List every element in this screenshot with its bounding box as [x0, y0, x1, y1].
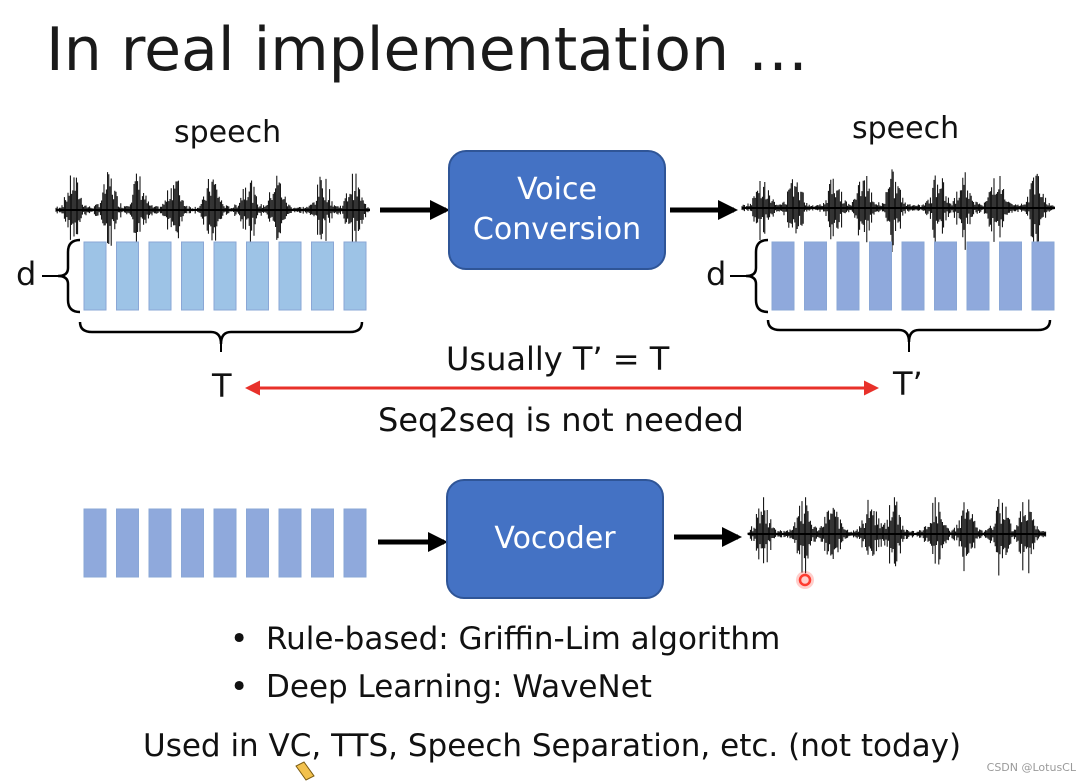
vocoder-input-frame — [116, 508, 139, 578]
pen-cursor-icon — [295, 761, 315, 781]
bullet-dot-icon: • — [230, 669, 249, 705]
vocoder-input-frame — [246, 508, 269, 578]
input-speech-label: speech — [174, 115, 282, 150]
output-feature-frame — [1031, 241, 1055, 311]
bullet-text: Deep Learning: WaveNet — [266, 669, 652, 705]
output-feature-frame — [771, 241, 795, 311]
input-feature-frame — [278, 241, 302, 311]
footnote: Used in VC, TTS, Speech Separation, etc.… — [143, 728, 962, 764]
laser-pointer-glow — [796, 571, 814, 589]
output-feature-frame — [999, 241, 1022, 311]
output-feature-frame — [836, 241, 860, 311]
vocoder-input-frame — [343, 508, 367, 578]
laser-pointer-dot — [798, 573, 812, 587]
bullet-dot-icon: • — [230, 621, 249, 657]
output-feature-frame — [934, 241, 957, 311]
vocoder-input-frame — [213, 508, 237, 578]
output-dimension-brace — [745, 238, 769, 314]
input-length-brace — [78, 321, 364, 345]
output-feature-frame — [869, 241, 892, 311]
output-dimension-label: d — [706, 255, 727, 293]
length-relation-note: Usually T’ = T — [446, 340, 670, 378]
input-dimension-label: d — [16, 255, 37, 293]
vocoder-input-frame — [148, 508, 172, 578]
slide-title: In real implementation … — [46, 15, 809, 85]
voice-conversion-line2: Conversion — [472, 212, 642, 247]
input-length-label: T — [212, 367, 232, 405]
input-feature-frame — [83, 241, 107, 311]
output-feature-frame — [966, 241, 990, 311]
input-feature-frame — [148, 241, 172, 311]
input-feature-frame — [311, 241, 334, 311]
vocoder-input-frame — [311, 508, 334, 578]
bullet-item: • Deep Learning: WaveNet — [230, 669, 652, 705]
input-feature-frame — [181, 241, 204, 311]
bullet-item: • Rule-based: Griffin-Lim algorithm — [230, 621, 780, 657]
input-dimension-brace — [57, 238, 81, 314]
bullet-text: Rule-based: Griffin-Lim algorithm — [266, 621, 781, 657]
vocoder-input-frame — [278, 508, 302, 578]
voice-conversion-box: Voice Conversion — [448, 150, 666, 270]
output-waveform — [741, 169, 1055, 252]
input-feature-frame — [246, 241, 269, 311]
input-feature-frame — [213, 241, 237, 311]
output-length-brace — [766, 319, 1052, 343]
output-feature-frame — [901, 241, 925, 311]
vocoder-label: Vocoder — [494, 520, 616, 556]
voice-conversion-line1: Voice — [517, 171, 597, 207]
seq2seq-conclusion: Seq2seq is not needed — [378, 401, 744, 439]
output-speech-label: speech — [852, 111, 960, 146]
input-feature-frame — [116, 241, 139, 311]
input-waveform — [55, 172, 370, 253]
vocoder-input-frame — [83, 508, 107, 578]
vocoder-output-waveform — [747, 497, 1047, 576]
output-length-label: T’ — [893, 365, 923, 403]
vocoder-input-frame — [181, 508, 204, 578]
vocoder-box: Vocoder — [446, 479, 664, 599]
output-feature-frame — [804, 241, 827, 311]
input-feature-frame — [343, 241, 367, 311]
watermark: CSDN @LotusCL — [986, 761, 1076, 774]
